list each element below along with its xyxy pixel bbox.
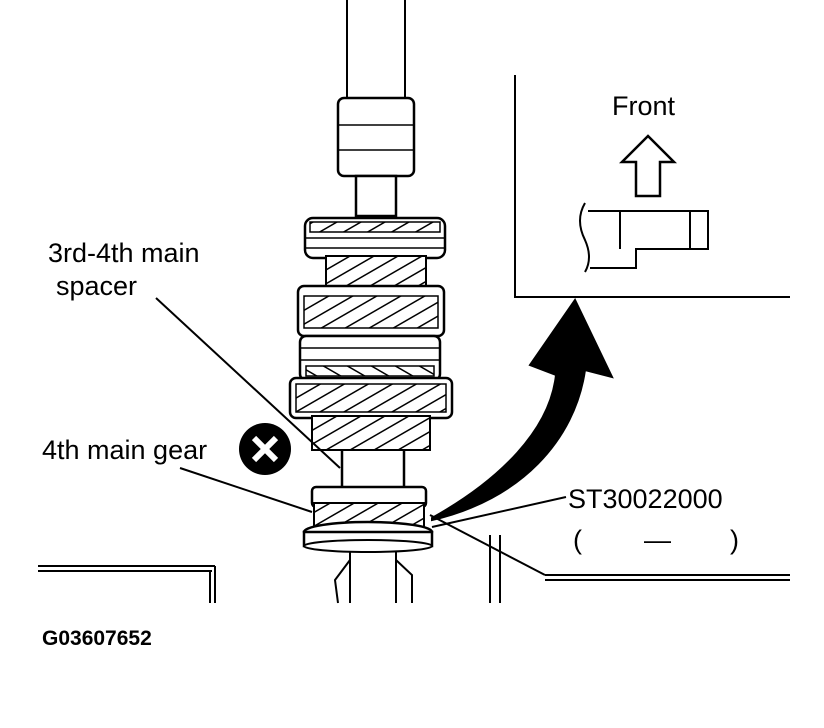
gear-label: 4th main gear bbox=[42, 435, 207, 465]
4th-main-gear bbox=[302, 485, 434, 553]
tool-paren-open: ( bbox=[573, 525, 582, 555]
part-sketch bbox=[579, 202, 709, 273]
gear-stack bbox=[288, 216, 454, 451]
spacer-label-line1: 3rd-4th main bbox=[48, 238, 200, 268]
spacer-leader-line bbox=[155, 297, 341, 469]
tool-dash: — bbox=[644, 525, 671, 555]
up-arrow-icon bbox=[618, 134, 678, 198]
curved-arrow-icon bbox=[431, 298, 614, 522]
tool-leader-line bbox=[431, 496, 567, 528]
figure-id: G03607652 bbox=[42, 627, 152, 650]
gear-leader-line bbox=[179, 467, 313, 513]
tool-number-label: ST30022000 bbox=[568, 484, 723, 514]
x-circle-icon bbox=[239, 423, 291, 475]
spacer-label-line2: spacer bbox=[56, 271, 137, 301]
tool-paren-close: ) bbox=[730, 525, 739, 555]
press-tool bbox=[336, 0, 416, 218]
base-plate bbox=[38, 514, 790, 603]
front-label: Front bbox=[612, 91, 676, 121]
front-view-inset bbox=[514, 75, 790, 298]
